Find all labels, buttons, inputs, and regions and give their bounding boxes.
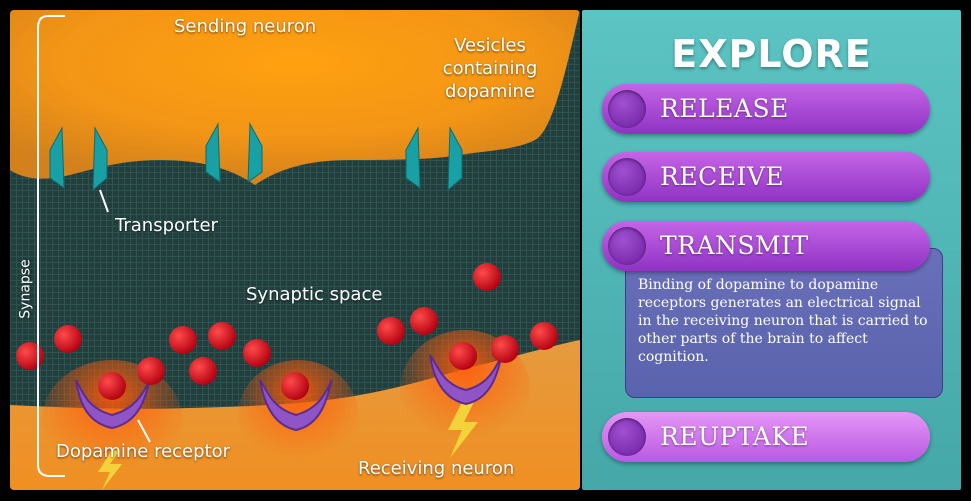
- reuptake-button[interactable]: REUPTAKE: [602, 412, 930, 462]
- explore-title: EXPLORE: [671, 32, 872, 76]
- receive-button[interactable]: RECEIVE: [602, 152, 930, 202]
- transmit-button-label: TRANSMIT: [660, 231, 809, 260]
- dopamine-molecule: [243, 339, 271, 367]
- dopamine-receptor: [259, 379, 333, 432]
- synapse-label: Synapse: [17, 259, 34, 319]
- synaptic-space-label: Synaptic space: [246, 284, 383, 305]
- receiving-neuron-label: Receiving neuron: [358, 458, 515, 479]
- receptor-pointer: [137, 419, 151, 443]
- release-button-label: RELEASE: [660, 94, 789, 123]
- sending-neuron-label: Sending neuron: [174, 16, 317, 37]
- transporter-label: Transporter: [115, 215, 218, 236]
- dopamine-molecule: [189, 357, 217, 385]
- receive-button-knob: [608, 158, 646, 196]
- dopamine-molecule: [491, 335, 519, 363]
- dopamine-molecules: [16, 263, 558, 400]
- transporter-pair: [405, 126, 463, 192]
- dopamine-molecule: [98, 372, 126, 400]
- dopamine-molecule: [449, 342, 477, 370]
- dopamine-molecule: [377, 317, 405, 345]
- release-button-knob: [608, 90, 646, 128]
- dopamine-molecule: [281, 372, 309, 400]
- signal-bolt: [98, 450, 122, 490]
- reuptake-button-label: REUPTAKE: [660, 422, 810, 451]
- signal-bolt: [448, 402, 478, 458]
- dopamine-molecule: [16, 342, 44, 370]
- receive-button-label: RECEIVE: [660, 162, 785, 191]
- synapse-diagram: Sending neuron Vesicles containing dopam…: [10, 10, 580, 490]
- transmit-description-text: Binding of dopamine to dopamine receptor…: [638, 277, 928, 365]
- dopamine-molecule: [54, 325, 82, 353]
- dopamine-molecule: [410, 307, 438, 335]
- transporter-pointer: [99, 189, 109, 213]
- sending-neuron-shape: [10, 10, 580, 185]
- vesicles-label: Vesicles containing dopamine: [442, 35, 538, 102]
- transporter-pair: [205, 122, 263, 183]
- dopamine-molecule: [169, 326, 197, 354]
- dopamine-molecule: [473, 263, 501, 291]
- transporter-pair: [49, 126, 108, 192]
- release-button[interactable]: RELEASE: [602, 84, 930, 134]
- transmit-button-knob: [608, 227, 646, 265]
- dopamine-receptor-label: Dopamine receptor: [56, 441, 231, 462]
- reuptake-button-knob: [608, 418, 646, 456]
- synapse-illustration: [10, 10, 580, 490]
- dopamine-molecule: [137, 357, 165, 385]
- transmit-description-box: [625, 248, 943, 398]
- explore-panel: EXPLORE RELEASE RECEIVE TRANSMIT Binding…: [582, 10, 961, 490]
- dopamine-molecule: [208, 322, 236, 350]
- dopamine-molecule: [530, 322, 558, 350]
- synapse-bracket: [37, 15, 65, 477]
- transmit-button[interactable]: TRANSMIT: [602, 221, 930, 271]
